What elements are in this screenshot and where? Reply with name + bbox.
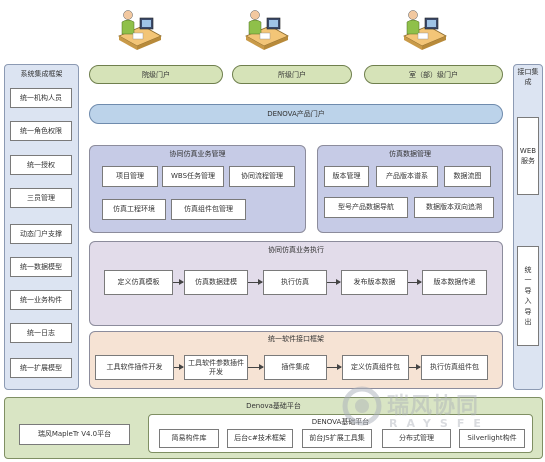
exec-define-template: 定义仿真模板 bbox=[104, 270, 173, 295]
biz-simulation-env: 仿真工程环境 bbox=[102, 199, 166, 220]
left-item-biz-component: 统一业务构件 bbox=[10, 290, 72, 310]
right-item-web-service: WEB服务 bbox=[517, 117, 539, 195]
base-distributed-management: 分布式管理 bbox=[382, 429, 451, 448]
biz-wbs-task-management: WBS任务管理 bbox=[162, 166, 224, 187]
exec-arrow-1 bbox=[173, 279, 184, 285]
left-item-data-model: 统一数据模型 bbox=[10, 257, 72, 277]
portal-department[interactable]: 所级门户 bbox=[232, 65, 352, 84]
interface-framework-title: 统一软件接口框架 bbox=[268, 335, 324, 343]
interface-integration-title: 接口集成 bbox=[517, 68, 539, 86]
user-workstation-icon-3 bbox=[403, 10, 447, 50]
base-platform-title: Denova基础平台 bbox=[246, 402, 301, 410]
right-item-import-export: 统一导入导出 bbox=[517, 246, 539, 346]
data-version-lineage: 产品版本谱系 bbox=[376, 166, 438, 187]
product-data-panel: 仿真数据管理 bbox=[317, 145, 503, 233]
watermark-cn: 瑞风协同 bbox=[387, 394, 480, 419]
base-csharp-framework: 后台c#技术框架 bbox=[227, 429, 293, 448]
iface-define-component-pkg: 定义仿真组件包 bbox=[342, 355, 409, 380]
data-bidirectional-trace: 数据版本双向追溯 bbox=[414, 197, 494, 218]
exec-arrow-4 bbox=[408, 279, 422, 285]
system-integration-title: 系统集成框架 bbox=[20, 70, 63, 78]
user-workstation-icon-2 bbox=[245, 10, 289, 50]
iface-param-plugin-dev: 工具软件参数插件开发 bbox=[184, 355, 248, 380]
left-item-three-admin: 三员管理 bbox=[10, 188, 72, 208]
portal-institute[interactable]: 院级门户 bbox=[89, 65, 223, 84]
product-portal[interactable]: DENOVA产品门户 bbox=[89, 104, 503, 124]
iface-arrow-3 bbox=[327, 364, 342, 370]
biz-flow-management: 协同流程管理 bbox=[229, 166, 295, 187]
product-data-title: 仿真数据管理 bbox=[389, 150, 431, 158]
base-simple-component-lib: 简易构件库 bbox=[159, 429, 219, 448]
user-workstation-icon-1 bbox=[118, 10, 162, 50]
biz-component-pkg: 仿真组件包管理 bbox=[171, 199, 246, 220]
iface-arrow-1 bbox=[174, 364, 184, 370]
exec-run-simulation: 执行仿真 bbox=[263, 270, 327, 295]
exec-arrow-3 bbox=[327, 279, 341, 285]
base-js-toolkit: 前台JS扩展工具集 bbox=[302, 429, 372, 448]
denova-base-title: DENOVA基础平台 bbox=[311, 418, 370, 426]
left-item-unified-role: 统一角色权限 bbox=[10, 121, 72, 141]
base-silverlight-component: Silverlight构件 bbox=[459, 429, 525, 448]
left-item-dynamic-portal: 动态门户支撑 bbox=[10, 224, 72, 244]
watermark-logo-icon bbox=[342, 386, 382, 426]
left-item-unified-auth: 统一授权 bbox=[10, 155, 72, 175]
data-flow-diagram: 数据流图 bbox=[444, 166, 491, 187]
data-product-navigation: 型号产品数据导航 bbox=[324, 197, 408, 218]
iface-plugin-dev: 工具软件插件开发 bbox=[95, 355, 174, 380]
exec-publish-version: 发布版本数据 bbox=[341, 270, 408, 295]
iface-arrow-4 bbox=[409, 364, 421, 370]
exec-arrow-2 bbox=[248, 279, 263, 285]
iface-run-component-pkg: 执行仿真组件包 bbox=[421, 355, 488, 380]
exec-data-modeling: 仿真数据建模 bbox=[184, 270, 248, 295]
collab-exec-title: 协同仿真业务执行 bbox=[268, 246, 324, 254]
collab-business-title: 协同仿真业务管理 bbox=[169, 150, 226, 158]
left-item-unified-org: 统一机构人员 bbox=[10, 88, 72, 108]
left-item-extension-model: 统一扩展模型 bbox=[10, 358, 72, 378]
iface-arrow-2 bbox=[248, 364, 264, 370]
watermark-en: RAYSFE bbox=[389, 417, 490, 430]
biz-project-management: 项目管理 bbox=[102, 166, 158, 187]
data-version-management: 版本管理 bbox=[324, 166, 369, 187]
left-item-unified-log: 统一日志 bbox=[10, 323, 72, 343]
exec-transfer-version: 版本数据传递 bbox=[422, 270, 487, 295]
iface-plugin-integration: 插件集成 bbox=[264, 355, 327, 380]
base-maple-platform: 瑞风MapleTr V4.0平台 bbox=[19, 424, 130, 445]
portal-office[interactable]: 室（部）级门户 bbox=[364, 65, 503, 84]
